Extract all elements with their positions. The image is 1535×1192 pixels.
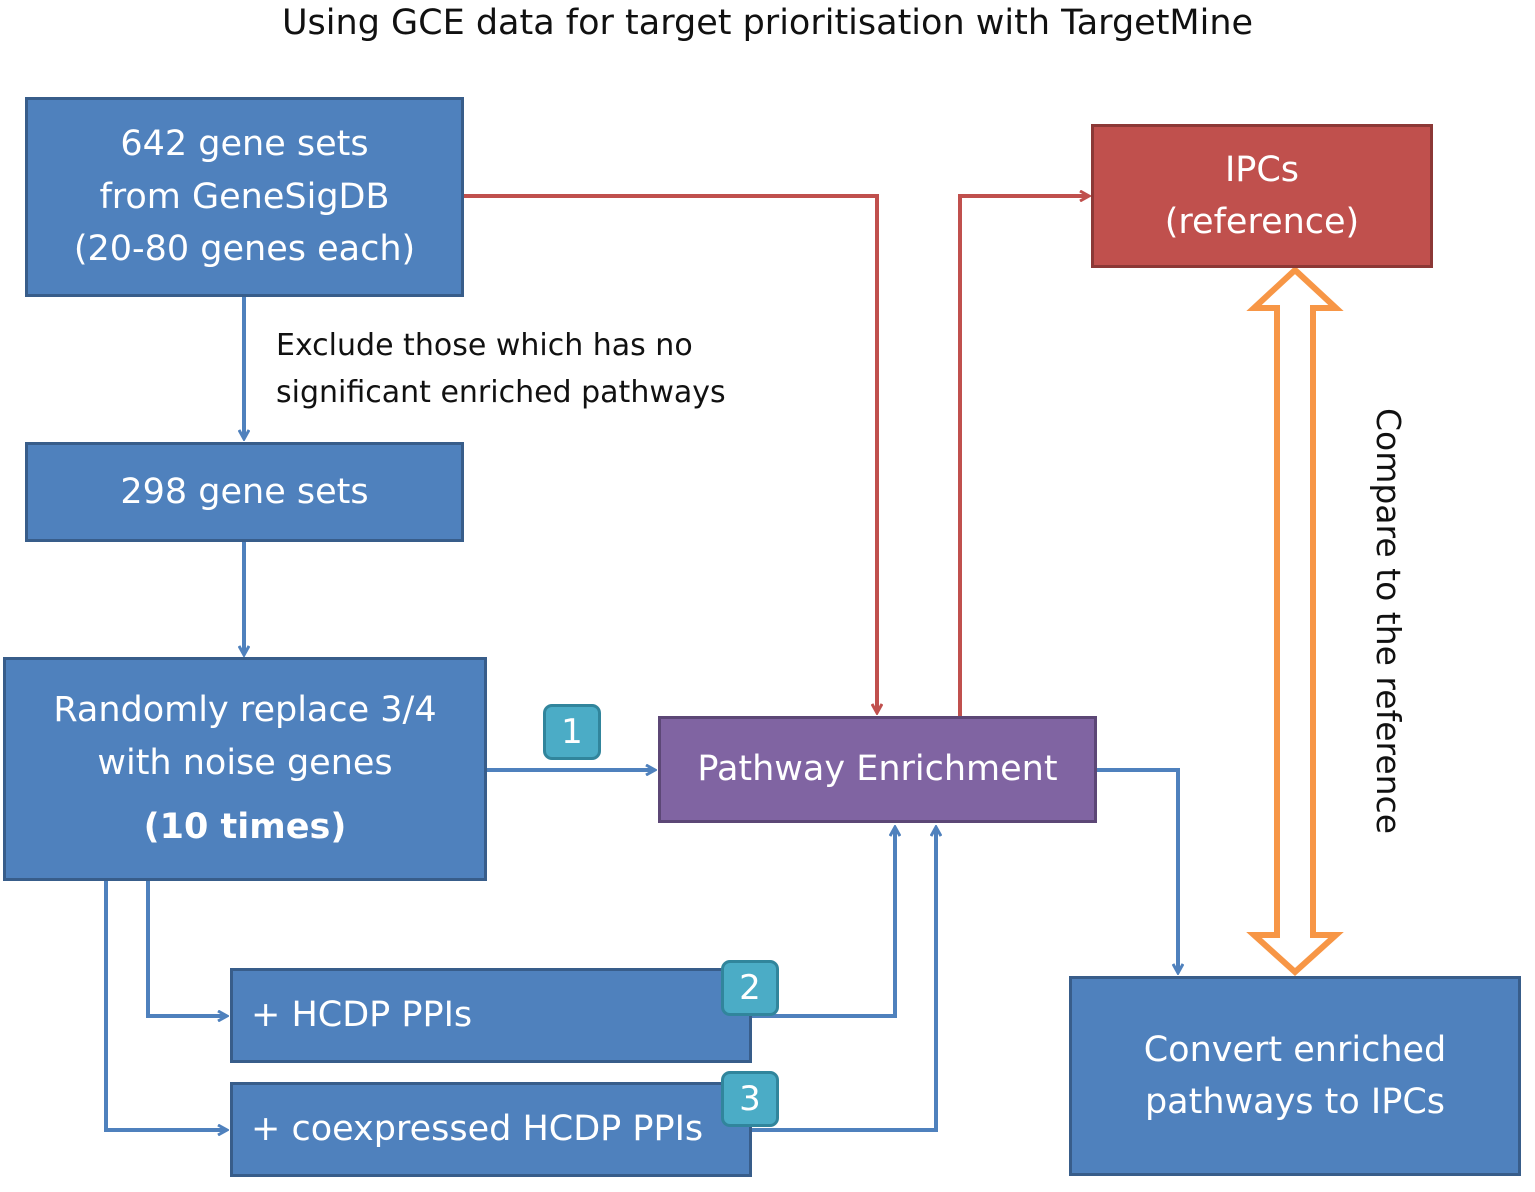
gene-sets-642-line-1: 642 gene sets [120, 124, 369, 165]
coexpressed-ppis-box: + coexpressed HCDP PPIs [230, 1082, 752, 1177]
exclude-note-line-1: Exclude those which has no [276, 328, 693, 363]
random-replace-box: Randomly replace 3/4 with noise genes (1… [3, 657, 487, 881]
exclude-note-line-2: significant enriched pathways [276, 375, 726, 410]
gene-sets-642-line-3: (20-80 genes each) [73, 229, 416, 270]
random-replace-line-2: with noise genes [97, 742, 393, 783]
badge-1: 1 [543, 704, 601, 760]
hcdp-ppis-label: + HCDP PPIs [251, 995, 473, 1036]
coexpressed-ppis-label: + coexpressed HCDP PPIs [251, 1109, 704, 1150]
badge-2: 2 [721, 960, 779, 1016]
pathway-enrichment-label: Pathway Enrichment [697, 749, 1058, 790]
edge-642-to-enrichment [463, 194, 877, 712]
edge-coexpressed-to-enrichment [752, 828, 936, 1132]
ipcs-reference-line-1: IPCs [1224, 149, 1300, 190]
pathway-enrichment-box: Pathway Enrichment [658, 716, 1097, 823]
random-replace-line-1: Randomly replace 3/4 [53, 690, 437, 731]
hcdp-ppis-box: + HCDP PPIs [230, 968, 752, 1063]
badge-3: 3 [721, 1071, 779, 1127]
gene-sets-642-box: 642 gene sets from GeneSigDB (20-80 gene… [25, 97, 464, 297]
ipcs-reference-line-2: (reference) [1164, 202, 1360, 242]
edge-hcdp-to-enrichment [752, 828, 895, 1018]
convert-pathways-line-1: Convert enriched [1143, 1029, 1447, 1070]
exclude-note: Exclude those which has no significant e… [276, 322, 726, 416]
edge-random-to-coexpressed [104, 881, 226, 1130]
convert-pathways-box: Convert enriched pathways to IPCs [1069, 976, 1521, 1176]
random-replace-emphasis: (10 times) [143, 807, 347, 848]
edge-enrichment-to-convert [1097, 768, 1178, 972]
gene-sets-642-line-2: from GeneSigDB [99, 176, 390, 217]
compare-note: Compare to the reference [1369, 407, 1408, 835]
ipcs-reference-box: IPCs (reference) [1091, 124, 1433, 268]
gene-sets-298-label: 298 gene sets [120, 471, 369, 512]
compare-double-arrow [1246, 265, 1344, 977]
convert-pathways-line-2: pathways to IPCs [1144, 1082, 1446, 1122]
edge-enrichment-to-ipcs [958, 196, 1088, 716]
edge-random-to-hcdp [146, 881, 226, 1016]
diagram-title: Using GCE data for target prioritisation… [281, 3, 1254, 43]
gene-sets-298-box: 298 gene sets [25, 442, 464, 542]
